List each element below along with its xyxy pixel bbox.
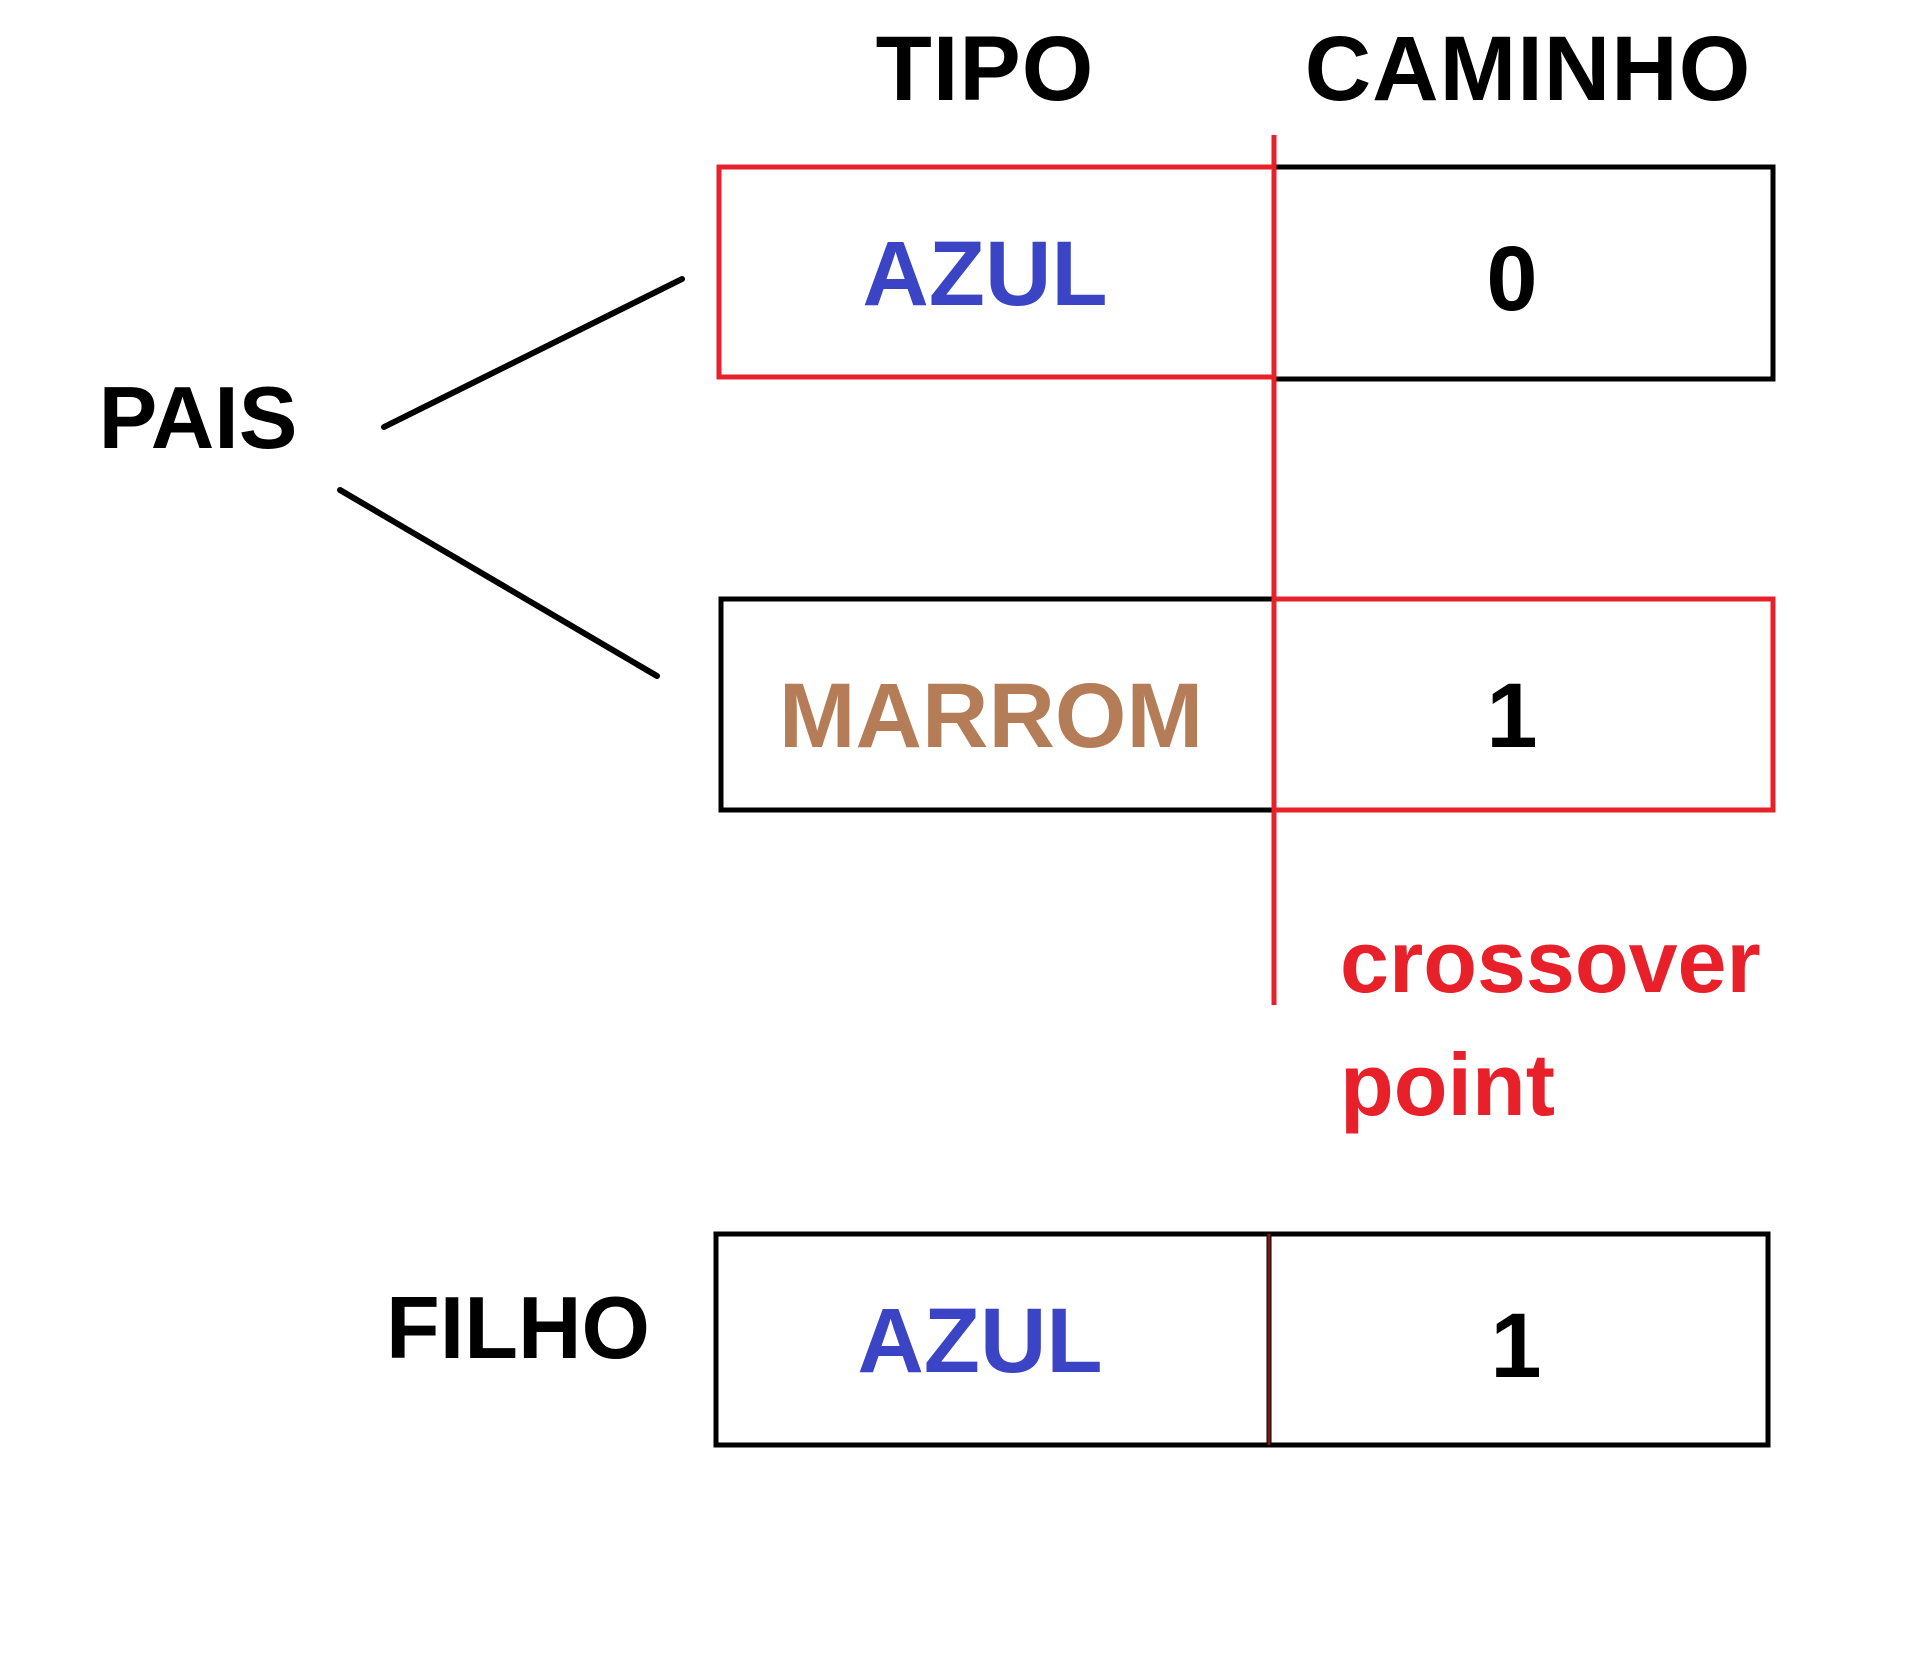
child-type: AZUL — [857, 1290, 1102, 1392]
header-type: TIPO — [876, 18, 1095, 120]
parents-label: PAIS — [99, 368, 298, 467]
parent2-path: 1 — [1486, 665, 1537, 767]
child-label: FILHO — [386, 1278, 650, 1377]
parent1-path: 0 — [1486, 228, 1537, 330]
connector-parent1 — [381, 276, 685, 430]
connector-parent2 — [337, 487, 660, 679]
crossover-label-line1: crossover — [1340, 912, 1761, 1011]
header-path: CAMINHO — [1305, 18, 1752, 120]
parent2-type: MARROM — [779, 665, 1203, 767]
child-path: 1 — [1490, 1295, 1541, 1397]
crossover-label-line2: point — [1340, 1035, 1555, 1134]
parent1-type: AZUL — [862, 223, 1107, 325]
